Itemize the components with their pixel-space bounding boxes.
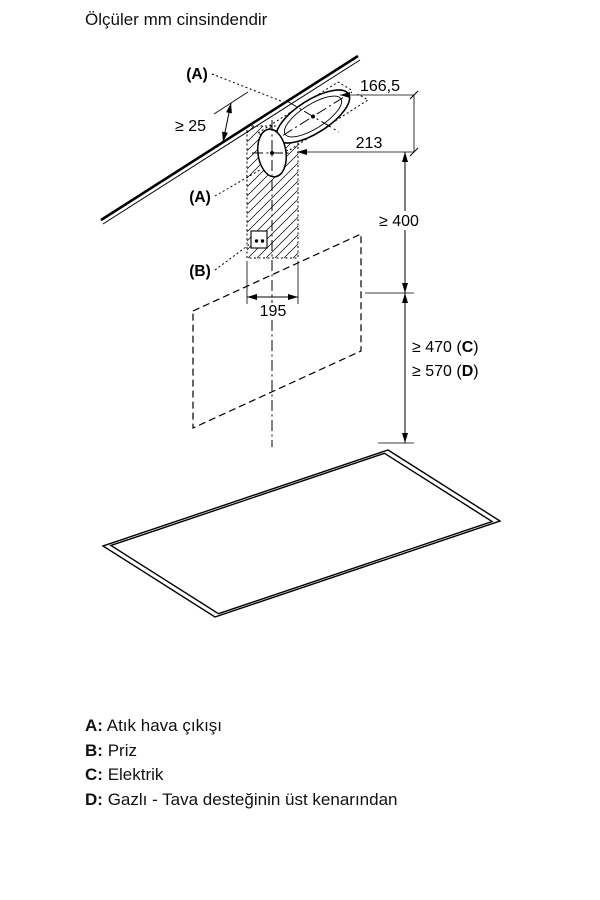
power-socket-symbol	[250, 230, 268, 249]
arrow	[402, 433, 408, 443]
dim-text-opening-depth: 166,5	[360, 78, 400, 95]
label-b: (B)	[189, 243, 251, 280]
duct-outlet-ellipse-wall	[252, 128, 292, 178]
legend-text: Gazlı - Tava desteğinin üst kenarından	[107, 789, 398, 809]
dimension-outlet-height: ≥ 400	[365, 152, 432, 294]
dim-text-hob-electric: ≥ 470 (C)	[412, 339, 479, 356]
dimension-opening-width: 213	[297, 134, 419, 157]
dim-text-hob-gas: ≥ 570 (D)	[412, 363, 479, 380]
arrow	[402, 152, 408, 162]
legend-item-d: D: Gazlı - Tava desteğinin üst kenarında…	[85, 788, 398, 813]
hood-outline-dashed	[192, 233, 362, 429]
chimney-shaft-outline	[246, 125, 299, 259]
label-b-text: (B)	[189, 263, 211, 280]
legend-text: Atık hava çıkışı	[106, 716, 223, 735]
legend-text: Priz	[107, 740, 137, 760]
legend: A: Atık hava çıkışı B: Priz C: Elektrik …	[85, 714, 398, 812]
dimension-hob-distance: ≥ 470 (C) ≥ 570 (D)	[378, 293, 479, 444]
arrow	[402, 283, 408, 293]
arrow	[297, 149, 307, 155]
page-title: Ölçüler mm cinsindendir	[85, 10, 268, 29]
hob-outline	[101, 449, 502, 618]
arrow	[247, 294, 257, 300]
dimension-chimney-width: 195	[246, 261, 299, 320]
arrow	[226, 103, 232, 114]
dim-text-outlet-height: ≥ 400	[379, 213, 419, 230]
label-a-ceiling: (A)	[186, 66, 282, 102]
center-mark	[270, 151, 274, 155]
label-a-wall: (A)	[189, 169, 261, 206]
legend-item-a: A: Atık hava çıkışı	[85, 714, 398, 739]
label-a-wall-text: (A)	[189, 189, 211, 206]
legend-item-c: C: Elektrik	[85, 763, 398, 788]
legend-text: Elektrik	[107, 765, 164, 784]
legend-letter: B:	[85, 740, 103, 760]
dim-text-chimney-width: 195	[260, 303, 287, 320]
dimension-opening-depth: 166,5	[340, 77, 419, 152]
dim-text-opening-width: 213	[356, 135, 383, 152]
dim-text-ceiling-gap: ≥ 25	[175, 118, 206, 135]
dimension-ceiling-gap: ≥ 25	[175, 91, 249, 154]
legend-item-b: B: Priz	[85, 739, 398, 764]
legend-letter: A:	[85, 716, 103, 735]
label-a-ceiling-text: (A)	[186, 66, 208, 83]
arrow	[222, 131, 228, 142]
legend-letter: D:	[85, 789, 103, 809]
ceiling-outlet-centerlines	[265, 86, 361, 147]
arrow	[402, 293, 408, 303]
legend-letter: C:	[85, 765, 103, 784]
center-mark	[311, 114, 315, 119]
arrow	[340, 92, 350, 98]
arrow	[288, 294, 298, 300]
